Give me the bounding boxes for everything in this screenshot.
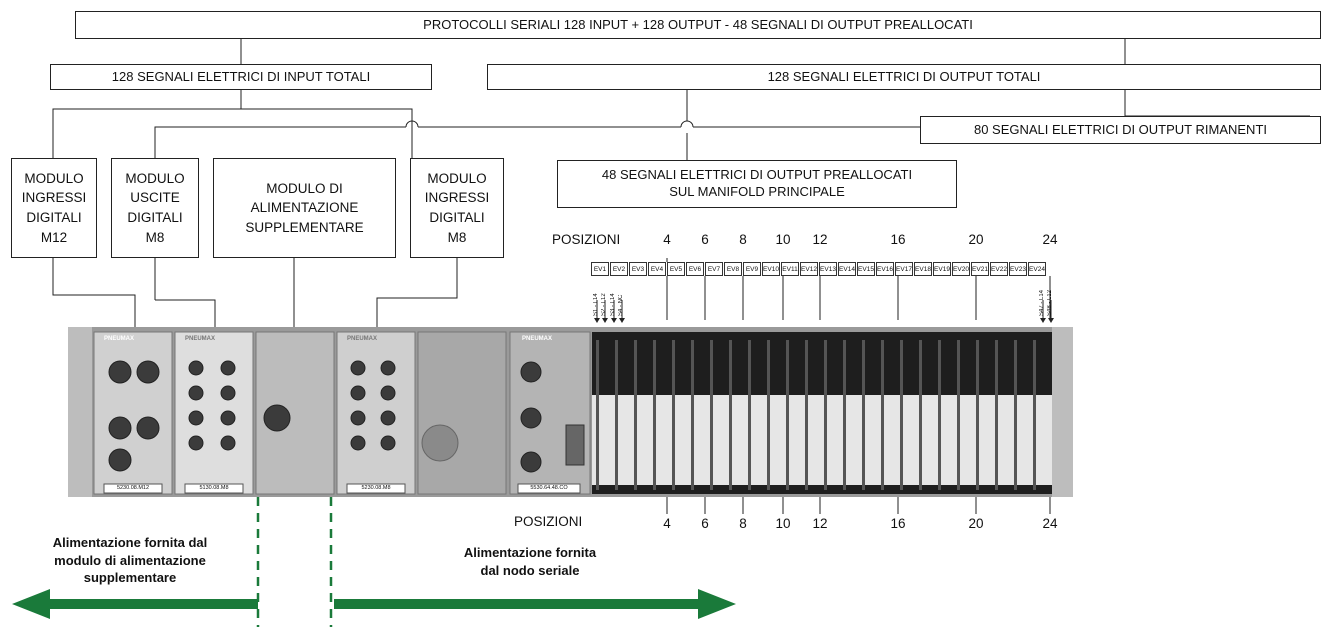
position-number: 20 bbox=[961, 516, 991, 531]
left-end-plate bbox=[68, 327, 92, 497]
position-number: 4 bbox=[652, 232, 682, 247]
wire bbox=[155, 300, 215, 330]
module-code: 5130.08.M8 bbox=[185, 485, 243, 491]
input-total-box: 128 SEGNALI ELETTRICI DI INPUT TOTALI bbox=[50, 64, 432, 90]
valve-label: EV6 bbox=[686, 262, 704, 276]
signal-label: S2 - L12 bbox=[601, 284, 607, 316]
wire bbox=[53, 258, 135, 330]
position-number: 20 bbox=[961, 232, 991, 247]
valve-label: EV5 bbox=[667, 262, 685, 276]
position-number: 10 bbox=[768, 516, 798, 531]
signal-label: S1 - L14 bbox=[593, 284, 599, 316]
module-box-input-m8: MODULO INGRESSI DIGITALI M8 bbox=[410, 158, 504, 258]
brand-label: PNEUMAX bbox=[522, 336, 552, 342]
position-number: 16 bbox=[883, 232, 913, 247]
position-number: 4 bbox=[652, 516, 682, 531]
valve-label: EV15 bbox=[857, 262, 875, 276]
signal-label: S47 - L14 bbox=[1039, 284, 1045, 316]
arrow-left bbox=[12, 589, 258, 619]
valve-label: EV18 bbox=[914, 262, 932, 276]
module-output-m8 bbox=[175, 332, 253, 494]
wire-hop bbox=[681, 121, 693, 127]
valve-label: EV19 bbox=[933, 262, 951, 276]
module-input-m8 bbox=[337, 332, 415, 494]
manifold-hardware bbox=[68, 327, 1073, 497]
position-number: 6 bbox=[690, 516, 720, 531]
valve-label: EV7 bbox=[705, 262, 723, 276]
position-number: 8 bbox=[728, 232, 758, 247]
valve-label: EV9 bbox=[743, 262, 761, 276]
position-number: 6 bbox=[690, 232, 720, 247]
valve-label: EV16 bbox=[876, 262, 894, 276]
position-number: 8 bbox=[728, 516, 758, 531]
positions-label-bottom: POSIZIONI bbox=[514, 514, 582, 529]
position-number: 12 bbox=[805, 516, 835, 531]
brand-label: PNEUMAX bbox=[185, 336, 215, 342]
valve-label: EV3 bbox=[629, 262, 647, 276]
note-serial-node-power: Alimentazione fornita dal nodo seriale bbox=[430, 544, 630, 579]
module-code: 5230.08.M8 bbox=[347, 485, 405, 491]
valve-bodies bbox=[592, 395, 1052, 485]
module-box-input-m12: MODULO INGRESSI DIGITALI M12 bbox=[11, 158, 97, 258]
valve-label: EV11 bbox=[781, 262, 799, 276]
output-total-box: 128 SEGNALI ELETTRICI DI OUTPUT TOTALI bbox=[487, 64, 1321, 90]
valve-label: EV8 bbox=[724, 262, 742, 276]
valve-label: EV14 bbox=[838, 262, 856, 276]
valve-label: EV21 bbox=[971, 262, 989, 276]
position-number: 24 bbox=[1035, 232, 1065, 247]
valve-label: EV1 bbox=[591, 262, 609, 276]
valve-label: EV4 bbox=[648, 262, 666, 276]
note-supplementary-power: Alimentazione fornita dal modulo di alim… bbox=[20, 534, 240, 587]
module-box-power-supply: MODULO DI ALIMENTAZIONE SUPPLEMENTARE bbox=[213, 158, 396, 258]
module-input-m12 bbox=[94, 332, 172, 494]
position-number: 12 bbox=[805, 232, 835, 247]
module-blank bbox=[418, 332, 506, 494]
valve-label: EV22 bbox=[990, 262, 1008, 276]
position-number: 24 bbox=[1035, 516, 1065, 531]
signal-label: S3 - L14 bbox=[610, 284, 616, 316]
valve-label: EV17 bbox=[895, 262, 913, 276]
positions-label-top: POSIZIONI bbox=[552, 232, 620, 247]
valve-label: EV20 bbox=[952, 262, 970, 276]
arrow-right bbox=[334, 589, 736, 619]
signal-label: S48 - L12 bbox=[1047, 284, 1053, 316]
serial-protocol-box: PROTOCOLLI SERIALI 128 INPUT + 128 OUTPU… bbox=[75, 11, 1321, 39]
signal-label: S4 - NC bbox=[618, 284, 624, 316]
position-number: 10 bbox=[768, 232, 798, 247]
valve-label: EV13 bbox=[819, 262, 837, 276]
valve-label: EV2 bbox=[610, 262, 628, 276]
wire bbox=[155, 127, 406, 158]
wire bbox=[53, 109, 412, 158]
preallocated-output-box: 48 SEGNALI ELETTRICI DI OUTPUT PREALLOCA… bbox=[557, 160, 957, 208]
wire bbox=[377, 258, 457, 330]
valve-label: EV12 bbox=[800, 262, 818, 276]
brand-label: PNEUMAX bbox=[104, 336, 134, 342]
remaining-output-box: 80 SEGNALI ELETTRICI DI OUTPUT RIMANENTI bbox=[920, 116, 1321, 144]
valve-label: EV24 bbox=[1028, 262, 1046, 276]
valve-label: EV23 bbox=[1009, 262, 1027, 276]
brand-label: PNEUMAX bbox=[347, 336, 377, 342]
position-number: 16 bbox=[883, 516, 913, 531]
module-box-output-m8: MODULO USCITE DIGITALI M8 bbox=[111, 158, 199, 258]
valve-label: EV10 bbox=[762, 262, 780, 276]
module-code: 5230.08.M12 bbox=[104, 485, 162, 491]
module-code: 5530.64.48.CO bbox=[518, 485, 580, 491]
right-end-plate bbox=[1052, 327, 1073, 497]
